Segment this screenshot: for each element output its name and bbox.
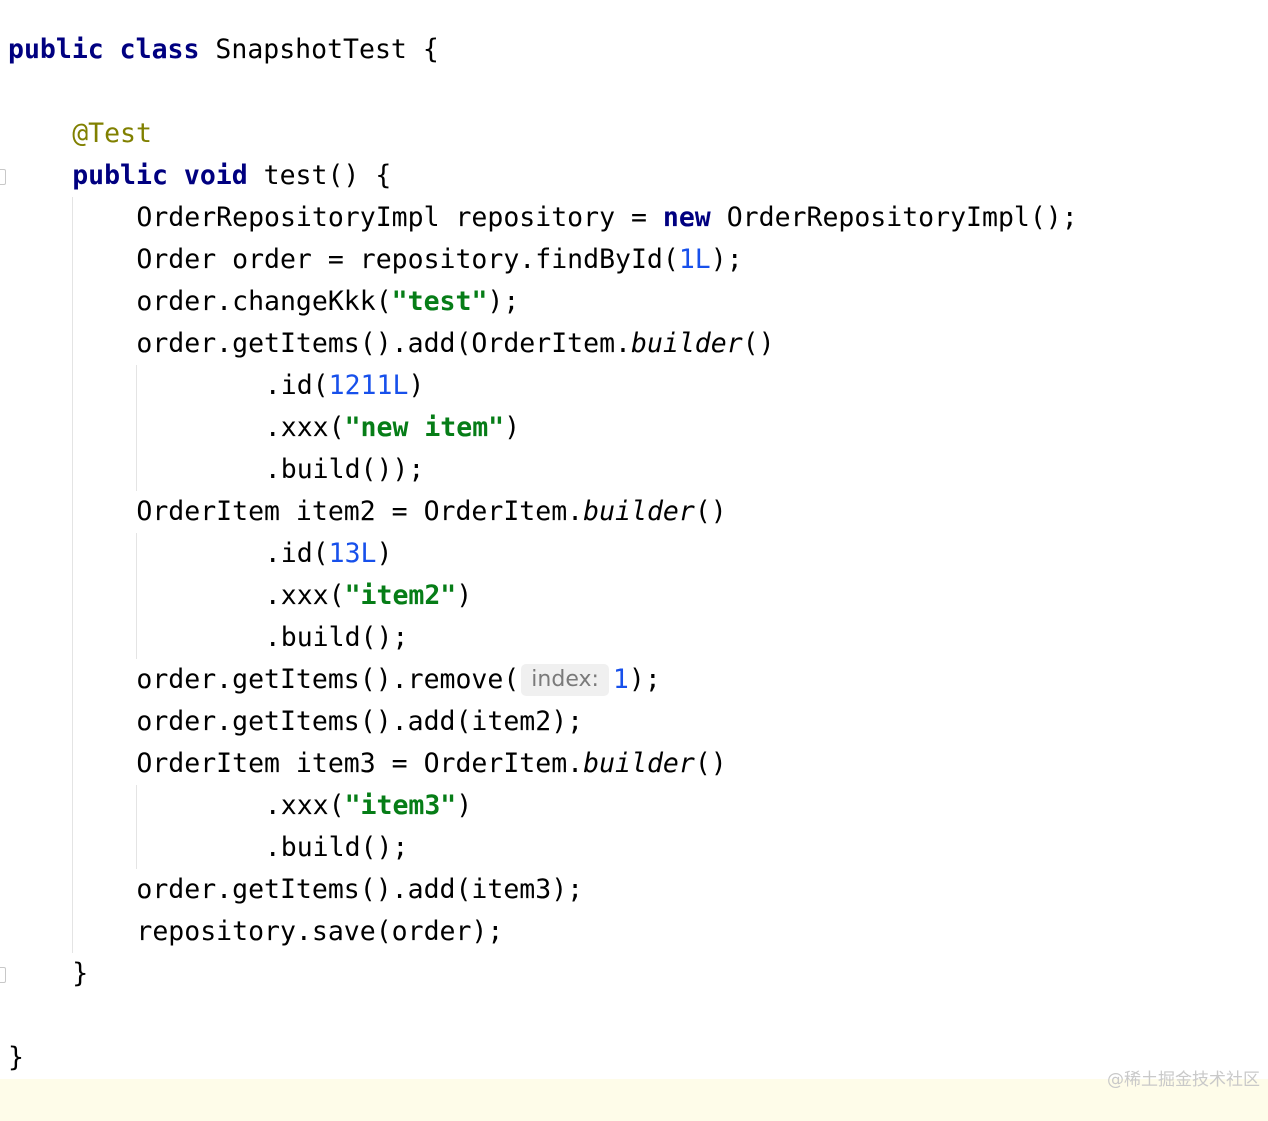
code-token: ) xyxy=(504,412,521,443)
code-token: test() { xyxy=(247,160,392,191)
code-line[interactable]: OrderItem item2 = OrderItem.builder() xyxy=(0,491,727,533)
code-token: ) xyxy=(456,790,473,821)
code-token: ) xyxy=(456,580,473,611)
code-token: ) xyxy=(408,370,425,401)
code-line[interactable]: repository.save(order); xyxy=(0,911,503,953)
code-line[interactable]: .build()); xyxy=(0,449,425,491)
method-name-italic: builder xyxy=(630,328,743,359)
code-token: ) xyxy=(376,538,393,569)
code-line[interactable] xyxy=(0,1079,1268,1121)
code-token: .build(); xyxy=(264,832,409,863)
code-line[interactable]: .build(); xyxy=(0,827,409,869)
code-token: OrderRepositoryImpl(); xyxy=(710,202,1078,233)
code-line[interactable]: } xyxy=(0,1037,24,1079)
code-line[interactable] xyxy=(0,995,8,1037)
code-line[interactable]: .xxx("new item") xyxy=(0,407,520,449)
watermark: @稀土掘金技术社区 xyxy=(1107,1070,1260,1090)
fold-marker-icon[interactable] xyxy=(0,169,6,185)
code-token: order.changeKkk( xyxy=(136,286,392,317)
indent-guide xyxy=(136,785,137,869)
code-token: } xyxy=(8,1042,24,1073)
code-token: order.getItems().add(item3); xyxy=(136,874,584,905)
parameter-hint: index: xyxy=(521,664,609,696)
code-token: ); xyxy=(628,664,661,695)
code-token: OrderRepositoryImpl repository = xyxy=(136,202,663,233)
code-token: } xyxy=(72,958,89,989)
code-line[interactable]: .xxx("item2") xyxy=(0,575,472,617)
method-name-italic: builder xyxy=(583,748,695,779)
keyword-token: public void xyxy=(72,160,248,191)
code-token: () xyxy=(694,748,727,779)
code-line[interactable]: public class SnapshotTest { xyxy=(0,29,439,71)
method-name-italic: builder xyxy=(583,496,695,527)
indent-guide xyxy=(72,197,73,953)
code-token: OrderItem item2 = OrderItem. xyxy=(136,496,584,527)
code-token: ); xyxy=(710,244,743,275)
code-token: OrderItem item3 = OrderItem. xyxy=(136,748,584,779)
code-line[interactable]: @Test xyxy=(0,113,152,155)
code-token: order.getItems().remove( xyxy=(136,664,520,695)
code-token: () xyxy=(694,496,727,527)
fold-marker-icon[interactable] xyxy=(0,967,6,983)
annotation-token: @Test xyxy=(72,118,152,149)
code-line[interactable]: .id(1211L) xyxy=(0,365,425,407)
code-token: ); xyxy=(487,286,520,317)
code-token: .xxx( xyxy=(264,580,345,611)
code-line[interactable]: .xxx("item3") xyxy=(0,785,472,827)
code-line[interactable]: } xyxy=(0,953,88,995)
code-token: SnapshotTest { xyxy=(199,34,439,65)
code-token: order.getItems().add(OrderItem. xyxy=(136,328,631,359)
code-line[interactable]: order.changeKkk("test"); xyxy=(0,281,519,323)
keyword-token: new xyxy=(662,202,711,233)
code-line[interactable]: .build(); xyxy=(0,617,409,659)
code-line[interactable]: OrderRepositoryImpl repository = new Ord… xyxy=(0,197,1078,239)
code-line[interactable]: order.getItems().remove(index:1); xyxy=(0,659,661,701)
keyword-token: public class xyxy=(8,34,200,65)
indent-guide xyxy=(136,365,137,491)
string-literal: "new item" xyxy=(344,412,505,443)
string-literal: "item2" xyxy=(344,580,457,611)
indent-guide xyxy=(136,533,137,659)
code-line[interactable]: order.getItems().add(OrderItem.builder() xyxy=(0,323,775,365)
code-token: Order order = repository.findById( xyxy=(136,244,679,275)
code-line[interactable]: order.getItems().add(item3); xyxy=(0,869,583,911)
code-token: repository.save(order); xyxy=(136,916,504,947)
code-token: .build()); xyxy=(264,454,425,485)
code-token: .build(); xyxy=(264,622,409,653)
number-literal: 1 xyxy=(612,664,629,695)
code-token: .xxx( xyxy=(264,412,345,443)
string-literal: "test" xyxy=(391,286,488,317)
code-token: order.getItems().add(item2); xyxy=(136,706,584,737)
number-literal: 1211L xyxy=(328,370,409,401)
code-token: () xyxy=(742,328,775,359)
code-line[interactable] xyxy=(0,71,8,113)
code-line[interactable]: Order order = repository.findById(1L); xyxy=(0,239,743,281)
code-line[interactable]: public void test() { xyxy=(0,155,391,197)
code-token: .id( xyxy=(264,370,329,401)
code-token: .id( xyxy=(264,538,329,569)
number-literal: 13L xyxy=(328,538,377,569)
code-line[interactable]: OrderItem item3 = OrderItem.builder() xyxy=(0,743,727,785)
code-token: .xxx( xyxy=(264,790,345,821)
code-line[interactable]: .id(13L) xyxy=(0,533,393,575)
string-literal: "item3" xyxy=(344,790,457,821)
number-literal: 1L xyxy=(678,244,711,275)
code-line[interactable]: order.getItems().add(item2); xyxy=(0,701,583,743)
